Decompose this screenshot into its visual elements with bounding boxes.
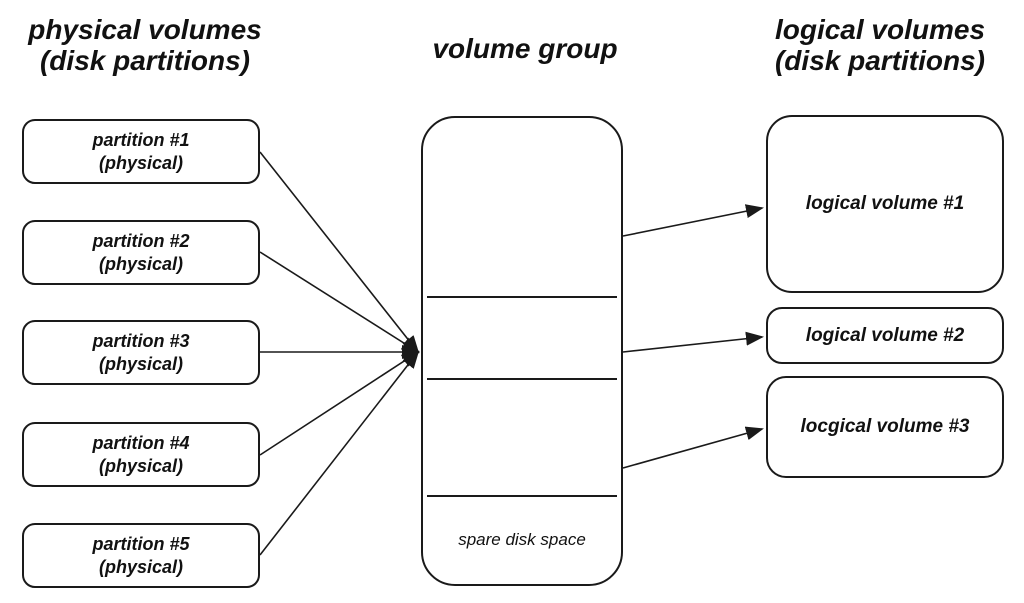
logical-volume-1-box: logical volume #1 xyxy=(766,115,1004,293)
arrow-partition-1-to-vg xyxy=(259,151,420,354)
logical-volume-2-box: logical volume #2 xyxy=(766,307,1004,364)
partition-1-title: partition #1 xyxy=(92,129,190,150)
partition-3-box: partition #3 (physical) xyxy=(22,320,260,385)
arrow-vg-to-logical-volume-1 xyxy=(622,204,764,237)
partition-5-subtitle: (physical) xyxy=(98,556,184,577)
volume-group-box xyxy=(421,116,623,586)
partition-4-subtitle: (physical) xyxy=(98,455,184,476)
partition-4-box: partition #4 (physical) xyxy=(22,422,260,487)
arrow-partition-5-to-vg xyxy=(259,350,420,556)
arrow-partition-2-to-vg xyxy=(259,251,420,354)
partition-1-box: partition #1 (physical) xyxy=(22,119,260,184)
partition-2-subtitle: (physical) xyxy=(98,253,184,274)
volume-group-heading: volume group xyxy=(432,33,618,64)
logical-volume-2-label: logical volume #2 xyxy=(805,324,965,346)
spare-disk-space-label: spare disk space xyxy=(458,530,586,549)
arrow-partition-4-to-vg xyxy=(259,350,420,456)
physical-volumes-heading: physical volumes (disk partitions) xyxy=(28,14,262,76)
partition-4-title: partition #4 xyxy=(92,432,190,453)
logical-volumes-heading: logical volumes (disk partitions) xyxy=(774,14,986,76)
logical-volume-1-label: logical volume #1 xyxy=(805,193,965,214)
partition-2-title: partition #2 xyxy=(92,230,190,251)
partition-5-title: partition #5 xyxy=(92,533,190,554)
partition-2-box: partition #2 (physical) xyxy=(22,220,260,285)
partition-5-box: partition #5 (physical) xyxy=(22,523,260,588)
logical-volume-3-label: locgical volume #3 xyxy=(800,416,970,437)
arrow-vg-to-logical-volume-2 xyxy=(622,331,764,353)
partition-3-subtitle: (physical) xyxy=(98,353,184,374)
logical-volume-3-box: locgical volume #3 xyxy=(766,376,1004,478)
partition-3-title: partition #3 xyxy=(92,330,190,351)
arrow-vg-to-logical-volume-3 xyxy=(622,426,764,469)
partition-1-subtitle: (physical) xyxy=(98,152,184,173)
